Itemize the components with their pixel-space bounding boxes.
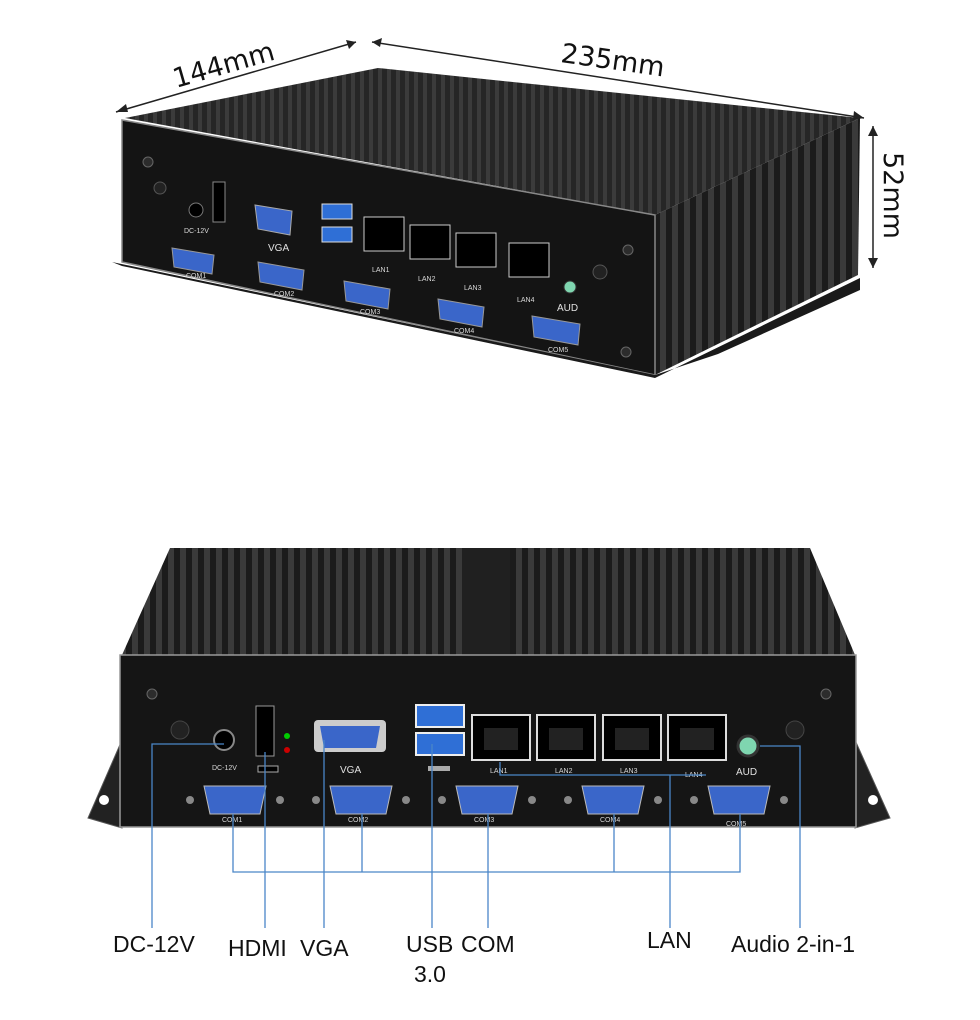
usb-port xyxy=(415,704,465,728)
com-label: COM2 xyxy=(348,817,368,824)
callout-audio: Audio 2-in-1 xyxy=(731,931,855,957)
height-dimension: 52mm xyxy=(877,152,908,239)
leader-lines xyxy=(151,740,801,928)
lan-port xyxy=(471,714,531,761)
com-port xyxy=(186,785,284,815)
lan-label: LAN1 xyxy=(372,267,390,274)
callout-vga: VGA xyxy=(300,935,349,961)
dc-label: DC-12V xyxy=(212,765,237,772)
mount-flange xyxy=(87,739,123,829)
vga-port xyxy=(254,204,293,236)
aud-label: AUD xyxy=(736,767,757,778)
callout-usb: USB xyxy=(406,931,453,957)
lan-port xyxy=(508,242,550,278)
com-label: COM5 xyxy=(726,821,746,828)
lan-label: LAN1 xyxy=(490,768,508,775)
side-heatsink xyxy=(655,118,860,375)
top-device: DC-12V VGA LAN1 LAN2 LAN3 LAN4 AUD COM1 … xyxy=(112,36,908,378)
com-port xyxy=(171,247,215,275)
com-label: COM1 xyxy=(186,273,206,280)
width-dimension: 235mm xyxy=(559,38,666,83)
com-label: COM5 xyxy=(548,347,568,354)
com-port xyxy=(343,280,391,310)
lan-label: LAN2 xyxy=(418,276,436,283)
lan-port xyxy=(363,216,405,252)
com-label: COM4 xyxy=(454,328,474,335)
callout-dc: DC-12V xyxy=(113,931,195,957)
lan-port xyxy=(536,714,596,761)
com-port xyxy=(438,785,536,815)
com-port xyxy=(312,785,410,815)
usb-port xyxy=(321,226,353,243)
usb-port xyxy=(415,732,465,756)
com-port xyxy=(437,298,485,328)
com-label: COM3 xyxy=(474,817,494,824)
com-label: COM1 xyxy=(222,817,242,824)
vga-label: VGA xyxy=(340,765,361,776)
lan-port xyxy=(602,714,662,761)
dc-label: DC-12V xyxy=(184,228,209,235)
lan-label: LAN2 xyxy=(555,768,573,775)
lan-port xyxy=(667,714,727,761)
hdmi-port xyxy=(212,181,226,223)
callout-com: COM xyxy=(461,931,515,957)
top-heatsink xyxy=(125,68,860,215)
mount-flange xyxy=(854,739,891,829)
callout-usb-version: 3.0 xyxy=(414,961,446,987)
audio-jack xyxy=(563,280,577,294)
audio-jack xyxy=(736,734,760,758)
dc-jack xyxy=(188,202,204,218)
com-port xyxy=(564,785,662,815)
hdmi-port xyxy=(255,705,275,757)
com-port xyxy=(531,315,581,346)
bottom-device: DC-12V VGA LAN1 LAN2 LAN3 LAN4 AUD COM1 … xyxy=(87,548,891,987)
vga-label: VGA xyxy=(268,243,289,254)
com-label: COM4 xyxy=(600,817,620,824)
com-port xyxy=(257,261,305,291)
usb-port xyxy=(321,203,353,220)
lan-port xyxy=(409,224,451,260)
com-label: COM3 xyxy=(360,309,380,316)
dc-jack xyxy=(213,729,235,751)
lan-port xyxy=(455,232,497,268)
com-label: COM2 xyxy=(274,291,294,298)
depth-dimension: 144mm xyxy=(169,36,278,95)
lan-label: LAN3 xyxy=(620,768,638,775)
aud-label: AUD xyxy=(557,303,578,314)
com-port xyxy=(690,785,788,815)
lan-label: LAN4 xyxy=(517,297,535,304)
callout-hdmi: HDMI xyxy=(228,935,287,961)
lan-label: LAN3 xyxy=(464,285,482,292)
callout-lan: LAN xyxy=(647,927,692,953)
